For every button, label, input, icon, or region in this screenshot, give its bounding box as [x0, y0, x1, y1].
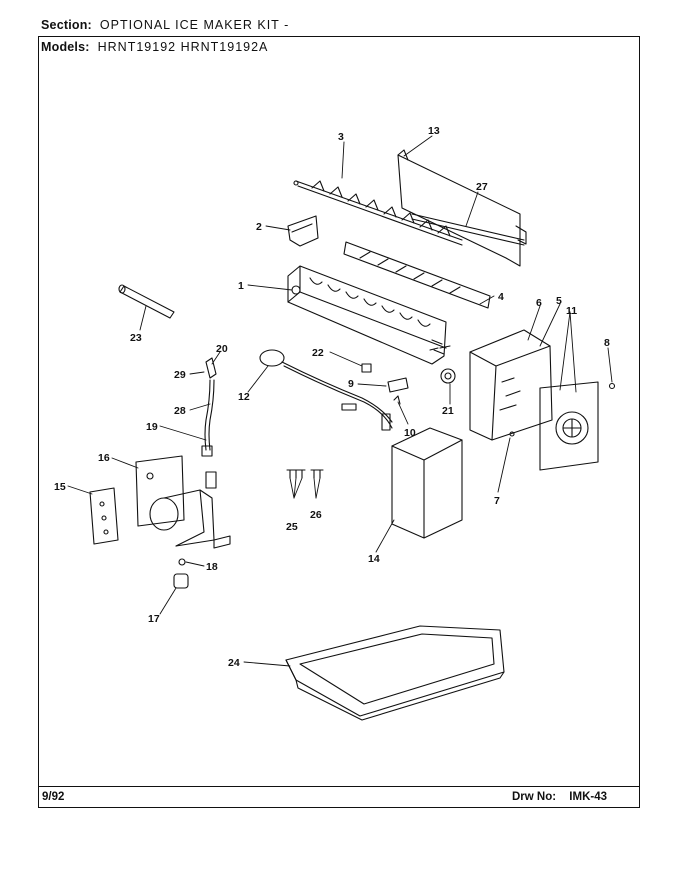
valve-mount-plate-part — [89, 487, 119, 545]
callout-14: 14 — [368, 553, 380, 565]
water-tube-part — [201, 357, 217, 457]
drawing-number: Drw No: IMK-43 — [512, 791, 607, 803]
drawing-number-value: IMK-43 — [569, 791, 607, 803]
diagram-frame — [38, 36, 640, 808]
callout-11: 11 — [566, 305, 577, 317]
callout-29: 29 — [174, 369, 186, 381]
drawing-number-label: Drw No: — [512, 791, 557, 803]
callout-6: 6 — [536, 297, 542, 309]
callout-2: 2 — [256, 221, 262, 233]
callout-3: 3 — [338, 131, 344, 143]
ejector-blades-part — [293, 180, 463, 246]
models-header: Models: HRNT19192 HRNT19192A — [41, 40, 268, 54]
callout-7: 7 — [494, 495, 500, 507]
water-valve-part — [149, 471, 231, 549]
callout-28: 28 — [174, 405, 186, 417]
wiring-harness-part — [259, 349, 393, 431]
callout-12: 12 — [238, 391, 250, 403]
screws-part — [286, 469, 324, 479]
models-label: Models: — [41, 40, 90, 54]
callout-22: 22 — [312, 347, 324, 359]
callout-1: 1 — [238, 280, 244, 292]
callout-15: 15 — [54, 481, 66, 493]
callout-19: 19 — [146, 421, 158, 433]
callout-4: 4 — [498, 291, 504, 303]
callout-13: 13 — [428, 125, 440, 137]
heater-rod-part — [411, 213, 527, 246]
fill-tube-sleeve-part — [118, 284, 175, 319]
callout-5: 5 — [556, 295, 562, 307]
ice-bin-part — [285, 625, 505, 721]
callout-9: 9 — [348, 378, 354, 390]
callout-21: 21 — [442, 405, 454, 417]
callout-27: 27 — [476, 181, 488, 193]
ice-mold-part — [287, 265, 447, 365]
callout-10: 10 — [404, 427, 416, 439]
callout-23: 23 — [130, 332, 142, 344]
callout-25: 25 — [286, 521, 298, 533]
footer-date: 9/92 — [42, 791, 65, 803]
fitting-parts — [173, 558, 189, 589]
callout-24: 24 — [228, 657, 240, 669]
callout-labels: 3 13 27 2 1 4 6 5 11 8 7 22 9 10 21 12 1… — [54, 125, 610, 669]
callout-26: 26 — [310, 509, 322, 521]
motor-plate-part — [539, 381, 616, 471]
control-housing-part — [440, 329, 553, 441]
small-parts-cluster — [361, 345, 451, 405]
ice-maker-cover-part — [391, 427, 463, 539]
section-header: Section: OPTIONAL ICE MAKER KIT - — [41, 18, 289, 32]
models-value: HRNT19192 HRNT19192A — [97, 40, 269, 54]
footer-divider — [38, 786, 640, 787]
section-value: OPTIONAL ICE MAKER KIT - — [99, 18, 290, 32]
mounting-bracket-part — [287, 215, 319, 247]
water-valve-bracket-part — [135, 455, 185, 527]
callout-16: 16 — [98, 452, 110, 464]
callout-17: 17 — [148, 613, 160, 625]
callout-20: 20 — [216, 343, 228, 355]
callout-8: 8 — [604, 337, 610, 349]
callout-leaders — [67, 135, 613, 667]
stripper-plate-part — [397, 149, 521, 267]
section-label: Section: — [41, 18, 92, 32]
callout-18: 18 — [206, 561, 218, 573]
ice-mold-cover-part — [343, 241, 491, 309]
